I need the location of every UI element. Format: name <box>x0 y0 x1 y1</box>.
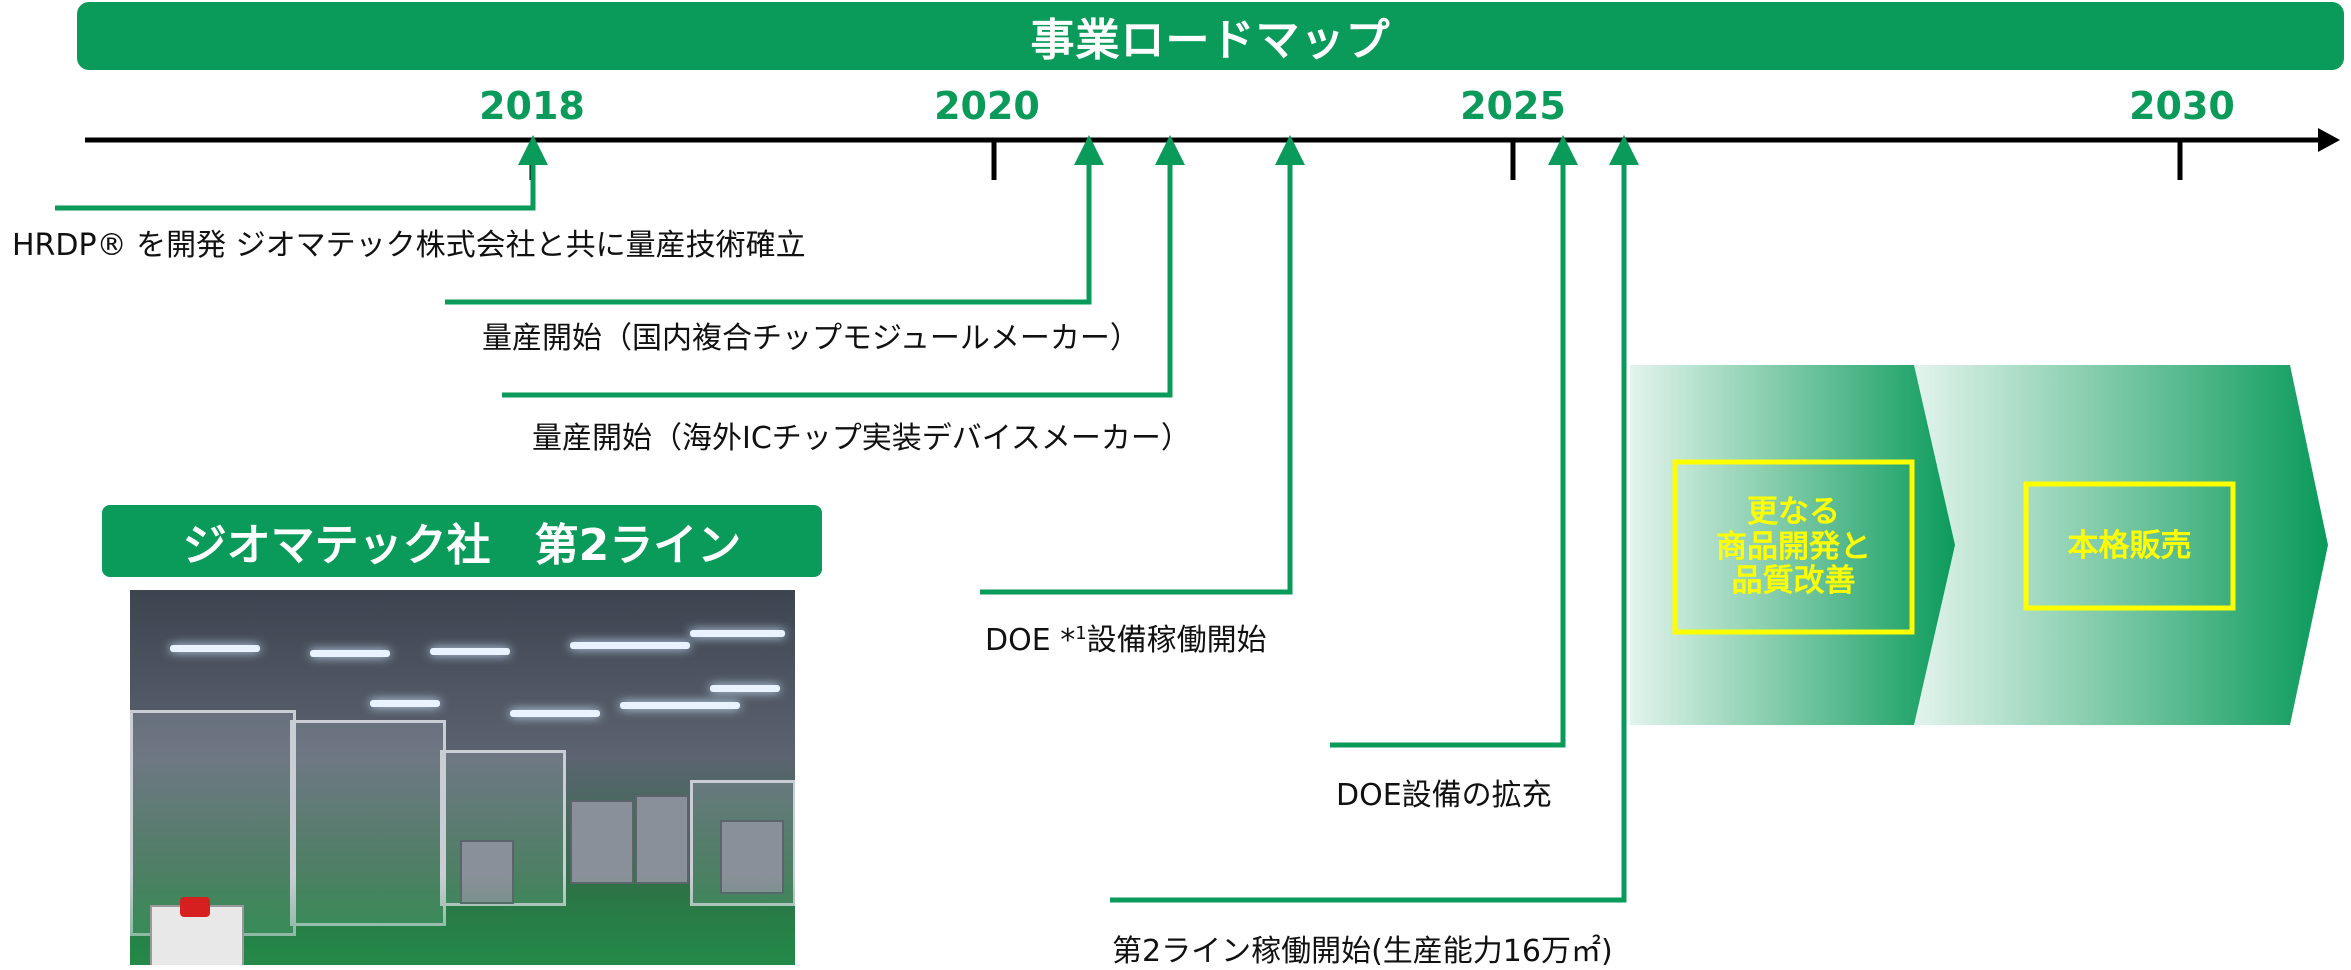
phase-box-1 <box>1672 459 1915 635</box>
phase-2-text: 本格販売 <box>2067 527 2192 564</box>
page-title: 事業ロードマップ <box>1030 15 1391 66</box>
connector-second-line <box>1110 135 1639 903</box>
phase-1-text: 更なる 商品開発と 品質改善 <box>1716 493 1871 600</box>
year-label-2025: 2025 <box>1460 84 1566 128</box>
year-label-2020: 2020 <box>934 84 1040 128</box>
connector-hrdp <box>55 135 548 211</box>
year-label-2030: 2030 <box>2129 84 2235 128</box>
event-doe-expansion-label: DOE設備の拡充 <box>1336 778 1552 813</box>
footnote-marker: 1 <box>1075 623 1087 644</box>
phase-chevron-1 <box>1630 365 1958 725</box>
doe-start-prefix: DOE * <box>985 623 1076 658</box>
connector-mass-domestic <box>445 135 1104 305</box>
connector-doe-start <box>980 135 1305 595</box>
phase-chevron-2 <box>1914 365 2328 725</box>
connector-doe-expansion <box>1330 135 1578 748</box>
event-hrdp-label: HRDP® を開発 ジオマテック株式会社と共に量産技術確立 <box>12 228 806 263</box>
doe-start-suffix: 設備稼働開始 <box>1086 623 1267 658</box>
event-mass-overseas-label: 量産開始（海外ICチップ実装デバイスメーカー） <box>532 421 1191 456</box>
cleanroom-photo <box>130 590 795 965</box>
second-line-header: ジオマテック社 第2ライン <box>102 505 822 577</box>
roadmap-title-bar: 事業ロードマップ <box>77 2 2344 70</box>
connector-mass-overseas <box>502 135 1185 398</box>
event-mass-domestic-label: 量産開始（国内複合チップモジュールメーカー） <box>482 321 1140 356</box>
year-label-2018: 2018 <box>479 84 585 128</box>
event-doe-start-label: DOE *1設備稼働開始 <box>985 615 1267 659</box>
event-second-line-label: 第2ライン稼働開始(生産能力16万㎡) <box>1112 934 1613 969</box>
timeline-arrowhead <box>2318 128 2340 152</box>
phase-box-2 <box>2023 481 2236 611</box>
second-line-title: ジオマテック社 第2ライン <box>182 520 742 571</box>
